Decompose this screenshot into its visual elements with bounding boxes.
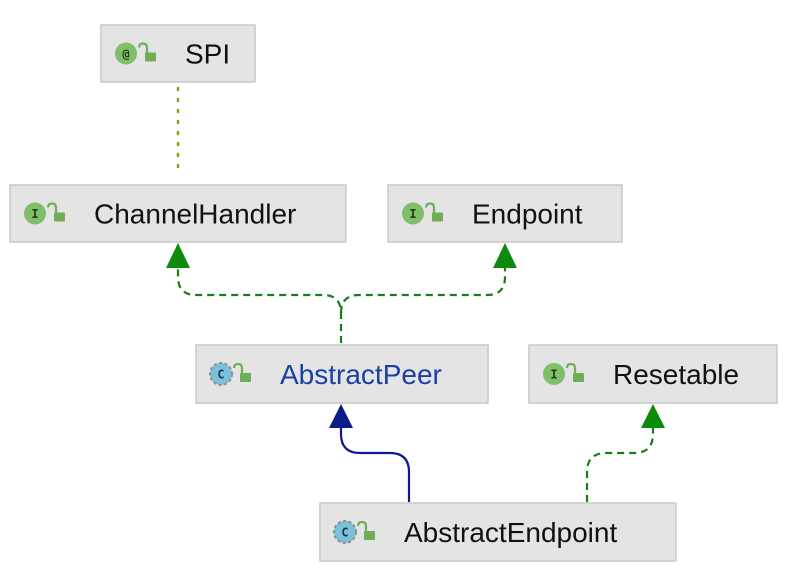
unlocked-padlock-icon xyxy=(424,202,443,222)
arrowhead-resetable xyxy=(641,404,665,428)
node-spi[interactable]: @ SPI xyxy=(100,24,256,83)
node-label: AbstractPeer xyxy=(280,359,442,390)
node-box xyxy=(319,502,677,562)
node-resetable[interactable]: I Resetable xyxy=(528,344,778,404)
arrowhead-endpoint xyxy=(493,243,517,268)
abstract-class-icon: C xyxy=(209,362,233,386)
svg-text:I: I xyxy=(550,368,557,382)
node-box xyxy=(387,184,623,243)
unlocked-padlock-icon xyxy=(137,42,156,62)
unlocked-padlock-icon xyxy=(565,362,584,382)
edge-abstractpeer-to-endpoint xyxy=(339,268,507,314)
node-endpoint[interactable]: I Endpoint xyxy=(387,184,623,243)
svg-text:C: C xyxy=(341,526,348,540)
arrowhead-channelhandler xyxy=(166,243,190,268)
arrowhead-abstractpeer xyxy=(329,404,353,428)
unlocked-padlock-icon xyxy=(232,362,251,382)
edge-abstractendpoint-to-resetable xyxy=(585,428,655,502)
interface-icon: I xyxy=(402,202,424,225)
node-label: Endpoint xyxy=(472,199,583,230)
node-label: AbstractEndpoint xyxy=(404,517,617,548)
unlocked-padlock-icon xyxy=(356,520,375,540)
node-channel-handler[interactable]: I ChannelHandler xyxy=(9,184,347,243)
node-box xyxy=(9,184,347,243)
interface-icon: I xyxy=(24,202,46,225)
node-abstract-peer[interactable]: C AbstractPeer xyxy=(195,344,489,404)
annotation-type-icon: @ xyxy=(115,42,137,65)
edge-abstractpeer-to-channelhandler xyxy=(176,268,343,343)
node-abstract-endpoint[interactable]: C AbstractEndpoint xyxy=(319,502,677,562)
svg-text:I: I xyxy=(31,207,38,221)
diagram-edges xyxy=(166,86,665,502)
node-label: SPI xyxy=(185,39,230,70)
svg-text:@: @ xyxy=(122,47,129,61)
node-box xyxy=(528,344,778,404)
node-label: ChannelHandler xyxy=(94,199,296,230)
node-label: Resetable xyxy=(613,359,739,390)
svg-text:I: I xyxy=(409,207,416,221)
svg-text:C: C xyxy=(217,368,224,382)
interface-icon: I xyxy=(543,363,565,385)
edge-abstractendpoint-to-abstractpeer xyxy=(339,428,411,502)
abstract-class-icon: C xyxy=(333,520,357,544)
unlocked-padlock-icon xyxy=(46,202,65,222)
